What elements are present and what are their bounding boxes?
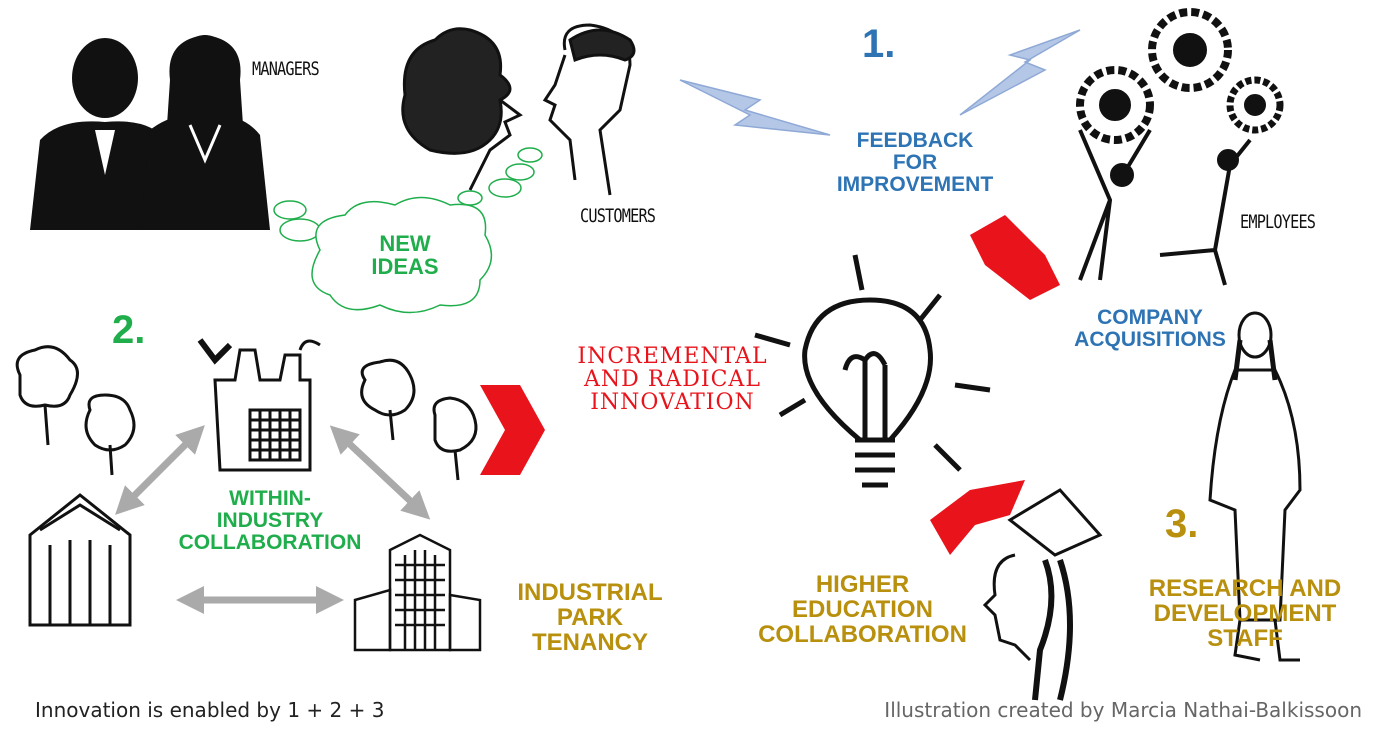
trees-illustration [15, 345, 478, 481]
collab-line-3: COLLABORATION [178, 531, 362, 555]
park-line-2: PARK [556, 604, 624, 632]
rd-line-1: RESEARCH AND [1148, 575, 1342, 602]
within-industry-collaboration-label: WITHIN- INDUSTRY COLLABORATION [150, 487, 390, 555]
stage-3-number: 3. [1165, 502, 1199, 546]
higher-line-2: EDUCATION [792, 596, 933, 624]
park-line-1: INDUSTRIAL [517, 579, 663, 606]
new-ideas-line-1: NEW [379, 231, 431, 256]
customers-illustration [401, 23, 636, 196]
warehouse-illustration [28, 493, 132, 627]
feedback-label: FEEDBACK FOR IMPROVEMENT [810, 129, 1020, 197]
factory-illustration [197, 338, 321, 472]
innovation-line-2: AND RADICAL [584, 367, 761, 393]
collab-line-2: INDUSTRY [216, 509, 324, 533]
office-tower-illustration [353, 533, 482, 652]
lightbulb-illustration [754, 254, 991, 488]
collaboration-arrows [115, 425, 431, 614]
innovation-label: INCREMENTAL AND RADICAL INNOVATION [555, 345, 790, 414]
new-ideas-label: NEW IDEAS [345, 232, 465, 278]
chevron-arrows [480, 215, 1060, 555]
new-ideas-line-2: IDEAS [371, 254, 439, 280]
innovation-line-3: INNOVATION [590, 390, 755, 416]
lightning-bolts [679, 29, 1081, 136]
author-credit: Illustration created by Marcia Nathai-Ba… [884, 698, 1362, 722]
feedback-line-2: FOR [892, 151, 938, 175]
managers-illustration [30, 35, 270, 230]
higher-line-1: HIGHER [815, 571, 910, 598]
feedback-line-3: IMPROVEMENT [836, 173, 994, 197]
thought-cloud [273, 147, 543, 314]
higher-education-collaboration-label: HIGHER EDUCATION COLLABORATION [725, 572, 1000, 648]
graduate-illustration [982, 488, 1103, 701]
research-development-staff-label: RESEARCH AND DEVELOPMENT STAFF [1120, 576, 1370, 652]
acquisitions-line-2: ACQUISITIONS [1074, 328, 1226, 352]
employees-label: EMPLOYEES [1240, 211, 1316, 233]
higher-line-3: COLLABORATION [758, 621, 967, 649]
customers-label: CUSTOMERS [580, 205, 656, 227]
feedback-line-1: FEEDBACK [856, 129, 974, 152]
park-line-3: TENANCY [531, 629, 648, 657]
researcher-illustration [1208, 311, 1302, 662]
stage-2-number: 2. [112, 308, 146, 352]
rd-line-3: STAFF [1207, 625, 1283, 653]
innovation-line-1: INCREMENTAL [577, 344, 768, 369]
rd-line-2: DEVELOPMENT [1153, 600, 1337, 628]
managers-label: MANAGERS [252, 58, 320, 80]
company-acquisitions-label: COMPANY ACQUISITIONS [1055, 306, 1245, 352]
acquisitions-line-1: COMPANY [1097, 306, 1203, 329]
industrial-park-tenancy-label: INDUSTRIAL PARK TENANCY [490, 580, 690, 656]
stage-1-number: 1. [862, 22, 896, 66]
employees-illustration [1076, 8, 1284, 286]
collab-line-1: WITHIN- [229, 487, 311, 510]
innovation-formula-caption: Innovation is enabled by 1 + 2 + 3 [35, 698, 385, 722]
